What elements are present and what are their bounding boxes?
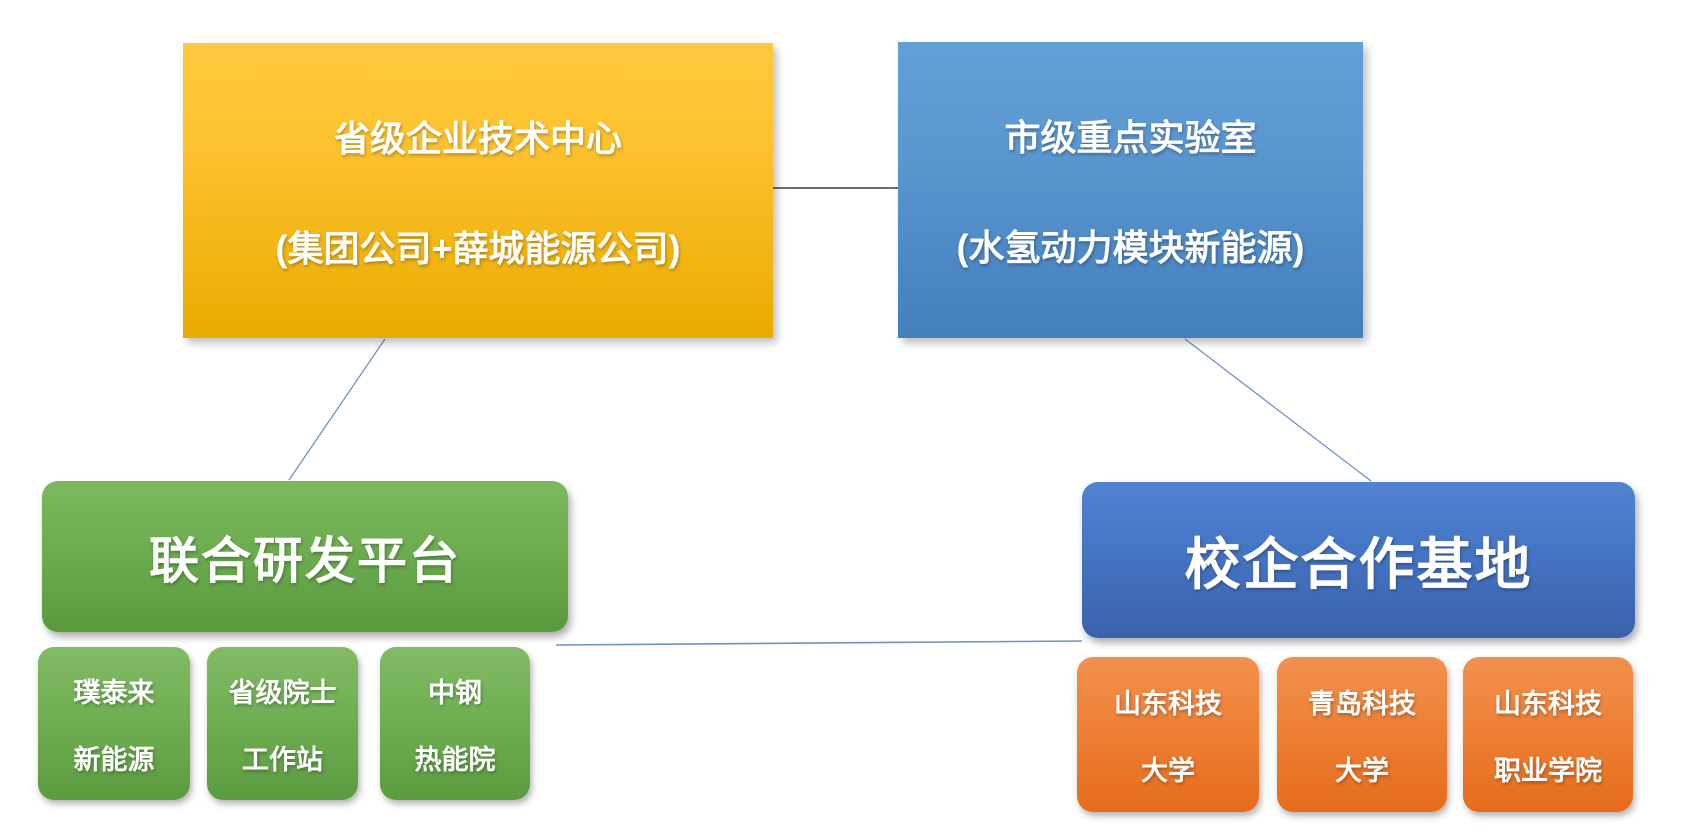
- node-sinosteel-line2: 热能院: [414, 744, 496, 775]
- node-provincial-tech-center-title: 省级企业技术中心: [333, 117, 622, 159]
- node-sinosteel-line1: 中钢: [428, 677, 482, 708]
- connector-techcenter-rdplatform: [288, 338, 386, 481]
- node-shandong-vocational-college: 山东科技 职业学院: [1463, 657, 1633, 812]
- node-school-enterprise-base-label: 校企合作基地: [1184, 532, 1533, 596]
- node-school-enterprise-base: 校企合作基地: [1082, 482, 1635, 638]
- connector-keylab-schoolbase: [1184, 338, 1372, 482]
- node-municipal-key-lab-subtitle: (水氢动力模块新能源): [956, 227, 1305, 268]
- node-sdvc-line2: 职业学院: [1494, 755, 1602, 786]
- node-provincial-tech-center: 省级企业技术中心 (集团公司+薛城能源公司): [183, 43, 773, 338]
- node-sdust-line1: 山东科技: [1114, 688, 1222, 719]
- node-qust-line2: 大学: [1335, 755, 1389, 786]
- node-putailai-line1: 璞泰来: [73, 677, 155, 708]
- node-provincial-tech-center-subtitle: (集团公司+薛城能源公司): [275, 227, 681, 269]
- node-putailai-new-energy: 璞泰来 新能源: [38, 647, 190, 800]
- node-sdust-line2: 大学: [1141, 755, 1195, 786]
- node-putailai-line2: 新能源: [73, 744, 155, 775]
- node-joint-rd-platform: 联合研发平台: [42, 481, 568, 632]
- node-municipal-key-lab-title: 市级重点实验室: [1004, 117, 1257, 158]
- node-qust-line1: 青岛科技: [1308, 688, 1416, 719]
- node-sinosteel-thermal-institute: 中钢 热能院: [380, 647, 530, 800]
- connector-rdplatform-schoolbase: [555, 640, 1083, 646]
- node-municipal-key-lab: 市级重点实验室 (水氢动力模块新能源): [898, 42, 1363, 338]
- node-academician-workstation: 省级院士 工作站: [207, 647, 358, 800]
- node-sdvc-line1: 山东科技: [1494, 688, 1602, 719]
- node-qingdao-univ-sci-tech: 青岛科技 大学: [1277, 657, 1447, 812]
- node-shandong-univ-sci-tech: 山东科技 大学: [1077, 657, 1259, 812]
- node-academician-line2: 工作站: [242, 744, 323, 775]
- node-joint-rd-platform-label: 联合研发平台: [149, 532, 461, 589]
- node-academician-line1: 省级院士: [228, 677, 337, 708]
